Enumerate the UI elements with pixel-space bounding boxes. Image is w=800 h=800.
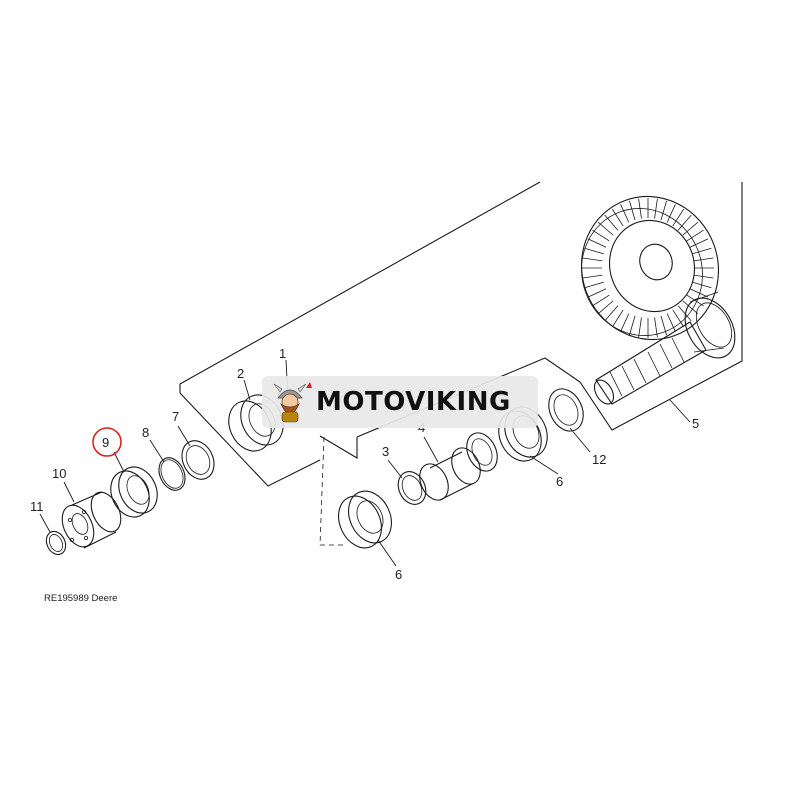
callout-1: 1	[279, 346, 286, 361]
callout-9: 9	[102, 435, 109, 450]
callout-12: 12	[592, 452, 606, 467]
gear-tooth	[672, 309, 685, 328]
gear-tooth	[660, 315, 667, 336]
viking-mascot-logo	[273, 382, 312, 423]
gear-tooth	[597, 300, 614, 315]
callout-3: 3	[382, 444, 389, 459]
seal-9	[110, 466, 158, 518]
o-ring-8	[158, 457, 186, 491]
gear-tooth	[620, 204, 630, 223]
gear-tooth	[629, 200, 636, 221]
flange-10	[61, 491, 122, 549]
callout-10: 10	[52, 466, 66, 481]
callout-2: 2	[237, 366, 244, 381]
gear-tooth	[584, 247, 604, 255]
watermark-banner: MOTOVIKING	[262, 376, 538, 428]
bearing-cup-12	[548, 388, 584, 432]
spacer-4	[397, 432, 498, 505]
callout-7: 7	[172, 409, 179, 424]
gear-tooth	[592, 294, 610, 307]
gear-tooth	[677, 305, 692, 322]
gear-tooth	[693, 257, 714, 262]
gear-tooth	[611, 309, 624, 328]
gear-tooth	[587, 288, 607, 298]
bearing-6-lower	[338, 490, 392, 549]
ring-gear	[580, 195, 720, 341]
gear-tooth	[629, 315, 636, 336]
gear-tooth	[677, 214, 692, 231]
gear-tooth	[584, 281, 604, 289]
highlight-circle	[92, 427, 122, 457]
gear-tooth	[620, 313, 630, 332]
gear-tooth	[582, 257, 603, 262]
gear-tooth	[686, 229, 704, 242]
gear-tooth	[604, 214, 619, 231]
callout-6-lower: 6	[395, 567, 402, 582]
gear-tooth	[638, 317, 642, 338]
pinion-shaft	[593, 291, 736, 405]
gear-tooth	[689, 288, 709, 298]
callout-11: 11	[30, 499, 44, 514]
diagram-caption: RE195989 Deere	[44, 593, 117, 604]
gear-tooth	[666, 204, 676, 223]
gear-tooth	[666, 313, 676, 332]
callout-5: 5	[692, 416, 699, 431]
gear-tooth	[682, 221, 699, 236]
gear-tooth	[692, 247, 712, 255]
shim-7	[181, 440, 215, 480]
dashed-leader-line	[319, 436, 345, 546]
watermark-brand: MOTOVIKING	[316, 387, 511, 417]
gear-tooth	[693, 274, 714, 279]
snap-ring-11	[45, 530, 67, 556]
gear-tooth	[660, 200, 667, 221]
gear-tooth	[689, 238, 709, 248]
gear-tooth	[587, 238, 607, 248]
callout-8: 8	[142, 425, 149, 440]
callout-6-upper: 6	[556, 474, 563, 489]
gear-tooth	[611, 208, 624, 227]
gear-tooth	[682, 300, 699, 315]
gear-tooth	[592, 229, 610, 242]
group-outline-frame	[179, 181, 743, 487]
gear-tooth	[597, 221, 614, 236]
gear-tooth	[654, 198, 658, 219]
gear-tooth	[582, 274, 603, 279]
gear-tooth	[604, 305, 619, 322]
gear-tooth	[672, 208, 685, 227]
